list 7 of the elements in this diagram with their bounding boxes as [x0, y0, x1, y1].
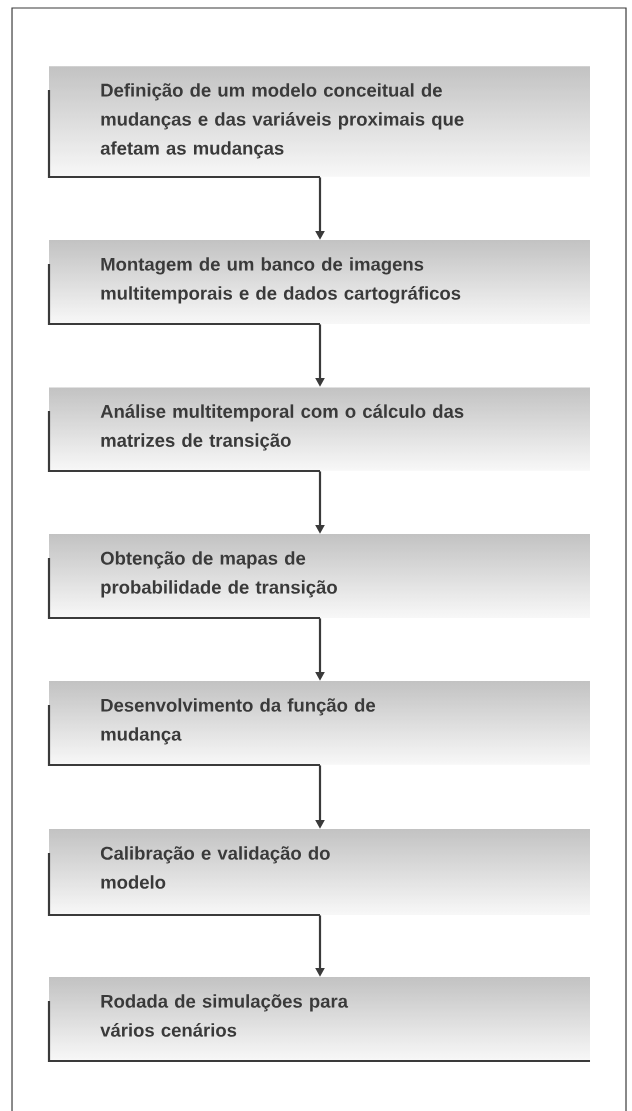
step-box: Desenvolvimento da função de mudança: [47, 698, 376, 767]
step-box: Definição de um modelo conceitual de mudanças e das variáveis proximais que afetam as mudanças: [47, 83, 464, 179]
step-box: Análise multitemporal com o cálculo das matrizes de transição: [47, 404, 464, 473]
step-box: Rodada de simulações para vários cenários: [47, 994, 590, 1063]
step-box: Montagem de um banco de imagens multitemporais e de dados cartográficos: [47, 257, 461, 326]
step-box: Obtenção de mapas de probabilidade de transição: [47, 551, 337, 620]
step-box: Calibração e validação do modelo: [47, 846, 330, 917]
